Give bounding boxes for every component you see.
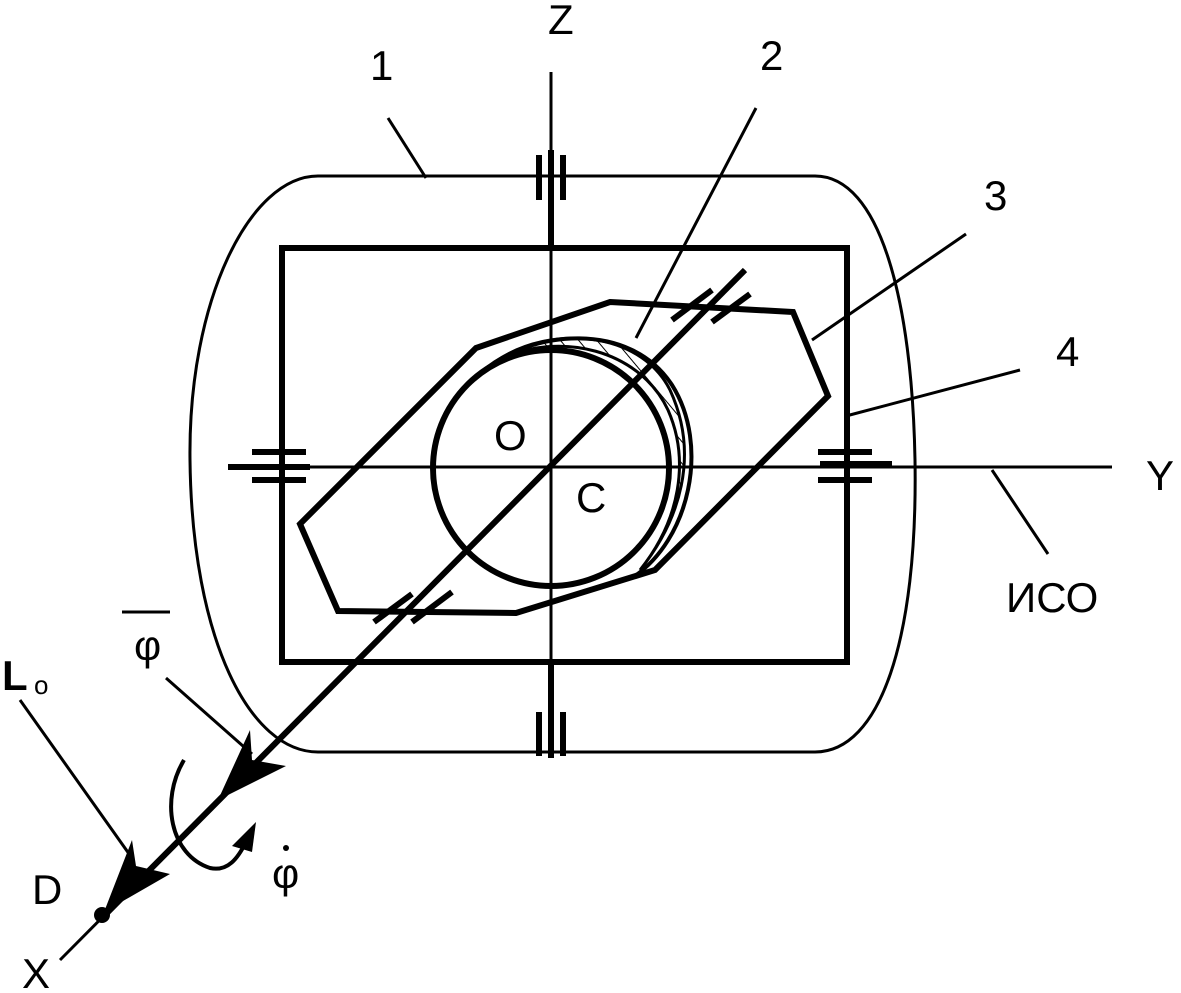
phi-bar-label: φ bbox=[134, 622, 161, 669]
leader-iso bbox=[990, 469, 1050, 555]
axis-z-label: Z bbox=[548, 0, 574, 43]
point-d-label: D bbox=[32, 866, 62, 913]
leader-phi-bar bbox=[165, 676, 253, 756]
leader-4 bbox=[845, 368, 1021, 418]
phi-dot-dot bbox=[283, 845, 289, 851]
axis-x-label: X bbox=[22, 950, 50, 993]
leader-2 bbox=[634, 107, 758, 339]
point-o-label: O bbox=[494, 412, 527, 459]
x-bearing-top-a bbox=[670, 287, 714, 323]
point-c-label: C bbox=[576, 474, 606, 521]
rotation-arrowhead bbox=[232, 822, 256, 852]
axis-y-label: Y bbox=[1146, 452, 1174, 499]
moment-label: L bbox=[2, 652, 28, 699]
leader-l0 bbox=[18, 699, 134, 859]
inner-gimbal-frame bbox=[296, 298, 832, 617]
part-4-label: 4 bbox=[1056, 328, 1079, 375]
x-axis-thick bbox=[99, 267, 748, 921]
rotor-rim-arc bbox=[480, 336, 694, 580]
frame-label: ИСО bbox=[1006, 574, 1098, 621]
phi-bar-arrowhead bbox=[218, 730, 286, 800]
leader-3 bbox=[811, 232, 967, 342]
part-2-label: 2 bbox=[760, 32, 783, 79]
l0-arrowhead bbox=[104, 840, 170, 912]
x-bearing-bottom-a bbox=[372, 591, 414, 625]
x-bearing-bottom-b bbox=[410, 589, 454, 625]
leader-1 bbox=[386, 117, 428, 179]
x-bearing-top-b bbox=[710, 291, 752, 325]
point-d bbox=[94, 907, 110, 923]
phi-dot-label: φ bbox=[272, 850, 299, 897]
moment-subscript: o bbox=[34, 670, 48, 700]
part-3-label: 3 bbox=[984, 172, 1007, 219]
outer-housing bbox=[188, 174, 917, 754]
rotation-arc bbox=[169, 758, 248, 871]
part-1-label: 1 bbox=[370, 42, 393, 89]
